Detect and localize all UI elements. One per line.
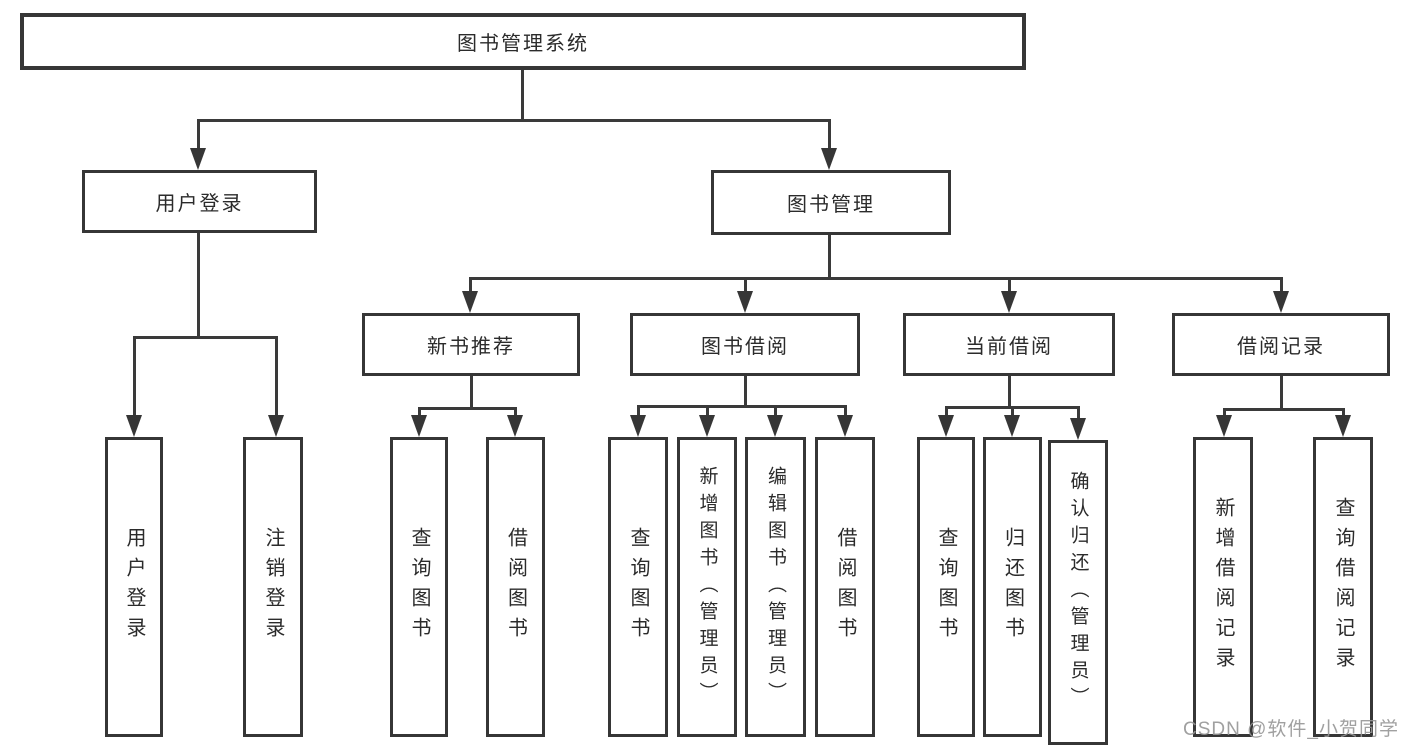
node-label: 图书借阅	[701, 336, 789, 358]
arrowhead-down	[699, 415, 715, 437]
connector-line	[1342, 408, 1345, 417]
connector-line	[945, 406, 948, 417]
node-leaf-query-books-recommend: 查询图书	[390, 437, 448, 737]
node-label: 用户登录	[155, 193, 244, 215]
connector-line	[1008, 277, 1011, 293]
node-label: 新书推荐	[427, 336, 515, 358]
arrowhead-down	[268, 415, 284, 437]
node-leaf-add-books-admin: 新增图书（管理员）	[677, 437, 737, 737]
connector-line	[418, 407, 517, 410]
connector-line	[469, 277, 1283, 280]
arrowhead-down	[1070, 418, 1086, 440]
node-book-borrowing: 图书借阅	[630, 313, 860, 376]
node-leaf-query-books-borrowing: 查询图书	[608, 437, 668, 737]
node-label: 查询借阅记录	[1332, 497, 1354, 677]
node-label: 用户登录	[123, 527, 145, 647]
arrowhead-down	[462, 291, 478, 313]
connector-line	[844, 405, 847, 417]
connector-line	[469, 277, 472, 293]
connector-line	[637, 405, 640, 417]
connector-line	[197, 233, 200, 338]
node-label: 新增借阅记录	[1212, 497, 1234, 677]
arrowhead-down	[630, 415, 646, 437]
node-label: 查询图书	[935, 527, 957, 647]
connector-line	[744, 376, 747, 407]
connector-line	[1223, 408, 1226, 417]
connector-line	[1008, 376, 1011, 408]
arrowhead-down	[837, 415, 853, 437]
node-label: 借阅图书	[504, 527, 527, 647]
node-label: 当前借阅	[965, 336, 1053, 358]
node-library-management-system: 图书管理系统	[20, 13, 1026, 70]
node-label: 查询图书	[408, 527, 430, 647]
arrowhead-down	[737, 291, 753, 313]
connector-line	[133, 336, 278, 339]
node-label: 编辑图书（管理员）	[765, 465, 786, 709]
connector-line	[470, 376, 473, 409]
connector-line	[197, 119, 831, 122]
node-leaf-query-borrow-record: 查询借阅记录	[1313, 437, 1373, 737]
arrowhead-down	[1004, 415, 1020, 437]
connector-line	[418, 407, 421, 417]
connector-line	[706, 405, 709, 417]
node-label: 借阅图书	[834, 527, 856, 647]
node-label: 确认归还（管理员）	[1067, 471, 1089, 714]
connector-line	[774, 405, 777, 417]
arrowhead-down	[1335, 415, 1351, 437]
arrowhead-down	[821, 148, 837, 170]
connector-line	[1011, 406, 1014, 417]
node-leaf-return-books: 归还图书	[983, 437, 1042, 737]
connector-line	[744, 277, 747, 293]
connector-line	[1077, 406, 1080, 418]
node-label: 借阅记录	[1237, 336, 1325, 358]
arrowhead-down	[1216, 415, 1232, 437]
connector-line	[828, 235, 831, 279]
node-user-login-group: 用户登录	[82, 170, 317, 233]
arrowhead-down	[126, 415, 142, 437]
csdn-watermark: CSDN @软件_小贺同学	[1183, 719, 1399, 740]
arrowhead-down	[190, 148, 206, 170]
node-leaf-add-borrow-record: 新增借阅记录	[1193, 437, 1253, 737]
node-label: 图书管理	[787, 194, 875, 216]
node-current-borrowing: 当前借阅	[903, 313, 1115, 376]
connector-line	[275, 336, 278, 416]
connector-line	[1280, 376, 1283, 410]
node-leaf-logout: 注销登录	[243, 437, 303, 737]
node-leaf-query-books-current: 查询图书	[917, 437, 975, 737]
arrowhead-down	[1273, 291, 1289, 313]
arrowhead-down	[767, 415, 783, 437]
node-leaf-user-login: 用户登录	[105, 437, 163, 737]
connector-line	[197, 119, 200, 151]
connector-line	[1223, 408, 1345, 411]
arrowhead-down	[938, 415, 954, 437]
arrowhead-down	[411, 415, 427, 437]
node-label: 注销登录	[262, 527, 284, 647]
connector-line	[521, 70, 524, 120]
connector-line	[1280, 277, 1283, 293]
node-label: 查询图书	[627, 527, 649, 647]
arrowhead-down	[507, 415, 523, 437]
node-new-book-recommend: 新书推荐	[362, 313, 580, 376]
node-leaf-borrow-books-borrowing: 借阅图书	[815, 437, 875, 737]
connector-line	[133, 336, 136, 416]
node-label: 归还图书	[1001, 527, 1024, 647]
node-book-management: 图书管理	[711, 170, 951, 235]
arrowhead-down	[1001, 291, 1017, 313]
connector-line	[637, 405, 847, 408]
node-leaf-confirm-return-admin: 确认归还（管理员）	[1048, 440, 1108, 745]
node-leaf-edit-books-admin: 编辑图书（管理员）	[745, 437, 806, 737]
node-borrowing-records: 借阅记录	[1172, 313, 1390, 376]
node-label: 图书管理系统	[457, 33, 589, 55]
connector-line	[828, 119, 831, 151]
node-label: 新增图书（管理员）	[696, 465, 718, 709]
node-leaf-borrow-books-recommend: 借阅图书	[486, 437, 545, 737]
connector-line	[514, 407, 517, 417]
